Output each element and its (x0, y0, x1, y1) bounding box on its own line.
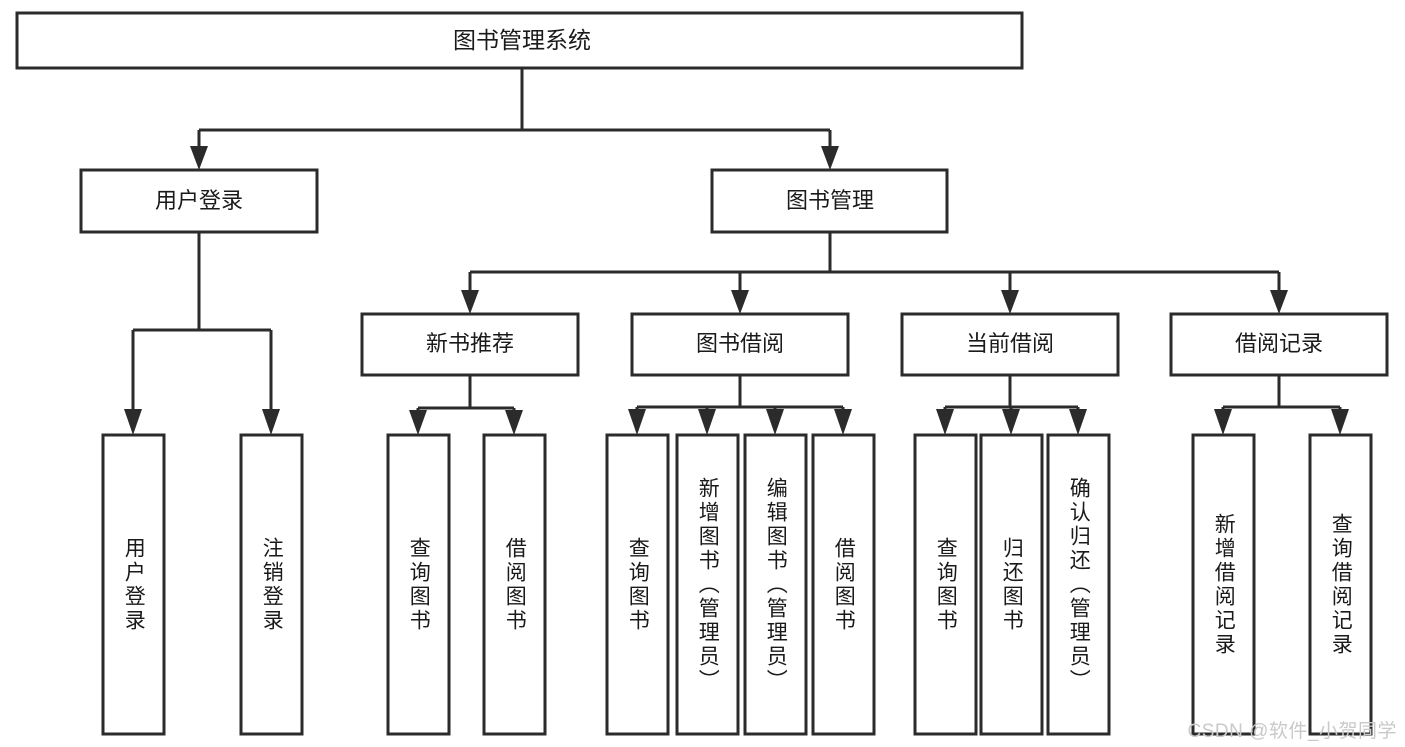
node-new-book-recommend[interactable]: 新书推荐 (360, 312, 580, 377)
connector-borrow-record-to-leaves (1214, 375, 1349, 435)
connector-current-borrow-to-leaves (936, 375, 1087, 435)
book-management-label: 图书管理 (786, 188, 874, 213)
connector-book-mgmt-to-level3 (461, 232, 1288, 314)
node-leaf-current-borrow-1[interactable] (913, 433, 978, 736)
node-book-management[interactable]: 图书管理 (710, 168, 949, 234)
node-leaf-book-borrow-1[interactable] (605, 433, 670, 736)
node-borrow-record[interactable]: 借阅记录 (1169, 312, 1389, 377)
node-book-borrow[interactable]: 图书借阅 (630, 312, 850, 377)
node-current-borrow[interactable]: 当前借阅 (900, 312, 1120, 377)
new-book-recommend-label: 新书推荐 (426, 331, 514, 356)
connector-book-borrow-to-leaves (628, 375, 852, 435)
user-login-label: 用户登录 (155, 188, 243, 213)
book-borrow-label: 图书借阅 (696, 331, 784, 356)
root-label: 图书管理系统 (453, 27, 591, 53)
node-leaf-book-borrow-4[interactable] (811, 433, 876, 736)
node-leaf-user-login-2[interactable] (239, 433, 304, 736)
csdn-watermark: CSDN @软件_小贺同学 (1187, 721, 1397, 742)
node-leaf-borrow-record-1[interactable] (1191, 433, 1256, 736)
borrow-record-label: 借阅记录 (1235, 331, 1323, 356)
connector-user-login-to-leaves (124, 232, 280, 435)
node-root[interactable]: 图书管理系统 (15, 11, 1024, 70)
node-leaf-user-login-1[interactable] (101, 433, 166, 736)
connector-new-book-to-leaves (409, 375, 523, 435)
connector-root-to-level2 (190, 68, 839, 170)
node-leaf-new-book-1[interactable] (386, 433, 451, 736)
node-leaf-current-borrow-3[interactable] (1046, 433, 1111, 736)
node-leaf-current-borrow-2[interactable] (979, 433, 1044, 736)
node-leaf-book-borrow-3[interactable] (743, 433, 808, 736)
node-leaf-borrow-record-2[interactable] (1308, 433, 1373, 736)
node-leaf-book-borrow-2[interactable] (675, 433, 740, 736)
current-borrow-label: 当前借阅 (966, 331, 1054, 356)
node-leaf-new-book-2[interactable] (482, 433, 547, 736)
node-user-login[interactable]: 用户登录 (79, 168, 319, 234)
